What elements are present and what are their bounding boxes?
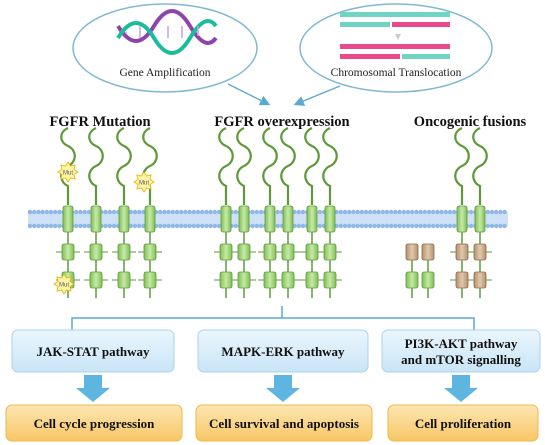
cell-survival-label: Cell survival and apoptosis <box>209 416 359 431</box>
fusion-partner <box>421 243 435 298</box>
heading-oncogenic-fusions: Oncogenic fusions <box>414 114 527 130</box>
fgfr-receptor <box>84 126 108 298</box>
down-arrow-3 <box>444 375 478 402</box>
jak-stat-label: JAK-STAT pathway <box>36 344 150 359</box>
pathway-jak-stat: JAK-STAT pathway <box>11 329 175 373</box>
fgfr-receptor <box>112 126 136 298</box>
chromosome-translocation-icon <box>340 12 450 59</box>
arrow-gene-to-overexpression <box>227 83 271 106</box>
mutation-star-icon: Mut <box>133 171 155 193</box>
outcome-cell-survival: Cell survival and apoptosis <box>195 404 373 442</box>
outcome-cell-proliferation: Cell proliferation <box>387 404 539 442</box>
fgfr-receptor <box>468 126 492 298</box>
gene-amplification-label: Gene Amplification <box>119 67 210 79</box>
mutation-badge-label: Mut <box>139 181 149 187</box>
mutation-star-icon: Mut <box>57 161 79 183</box>
pathway-mapk-erk: MAPK-ERK pathway <box>197 329 369 373</box>
down-arrow-1 <box>76 375 110 402</box>
outcome-cell-cycle: Cell cycle progression <box>5 404 183 442</box>
fusion-partner <box>405 243 419 298</box>
mutation-star-icon: Mut <box>53 273 75 295</box>
fgfr-receptor <box>258 126 282 298</box>
dna-helix-icon <box>116 9 218 55</box>
pathway-bracket <box>71 306 475 330</box>
fgfr-receptor <box>318 126 342 298</box>
chromosomal-translocation-label: Chromosomal Translocation <box>331 67 462 79</box>
arrow-translocation-to-overexpression <box>293 85 341 106</box>
heading-fgfr-mutation: FGFR Mutation <box>49 114 150 130</box>
cell-proliferation-label: Cell proliferation <box>415 416 512 431</box>
pathway-pi3k-akt: PI3K-AKT pathway and mTOR signalling <box>381 329 541 373</box>
fgfr-receptor <box>232 126 256 298</box>
chromosomal-translocation-oval: Chromosomal Translocation <box>299 3 493 93</box>
cell-cycle-label: Cell cycle progression <box>34 416 156 431</box>
mutation-badge-label: Mut <box>63 171 73 177</box>
gene-amplification-oval: Gene Amplification <box>72 3 258 93</box>
fgfr-receptor <box>300 126 324 298</box>
pi3k-akt-label-line2: and mTOR signalling <box>401 352 521 367</box>
mutation-badge-label: Mut <box>59 283 69 289</box>
down-arrow-2 <box>266 375 300 402</box>
heading-fgfr-overexpression: FGFR overexpression <box>214 114 349 130</box>
fgfr-receptor <box>276 126 300 298</box>
pi3k-akt-label-line1: PI3K-AKT pathway <box>405 336 518 351</box>
mapk-erk-label: MAPK-ERK pathway <box>221 344 345 359</box>
